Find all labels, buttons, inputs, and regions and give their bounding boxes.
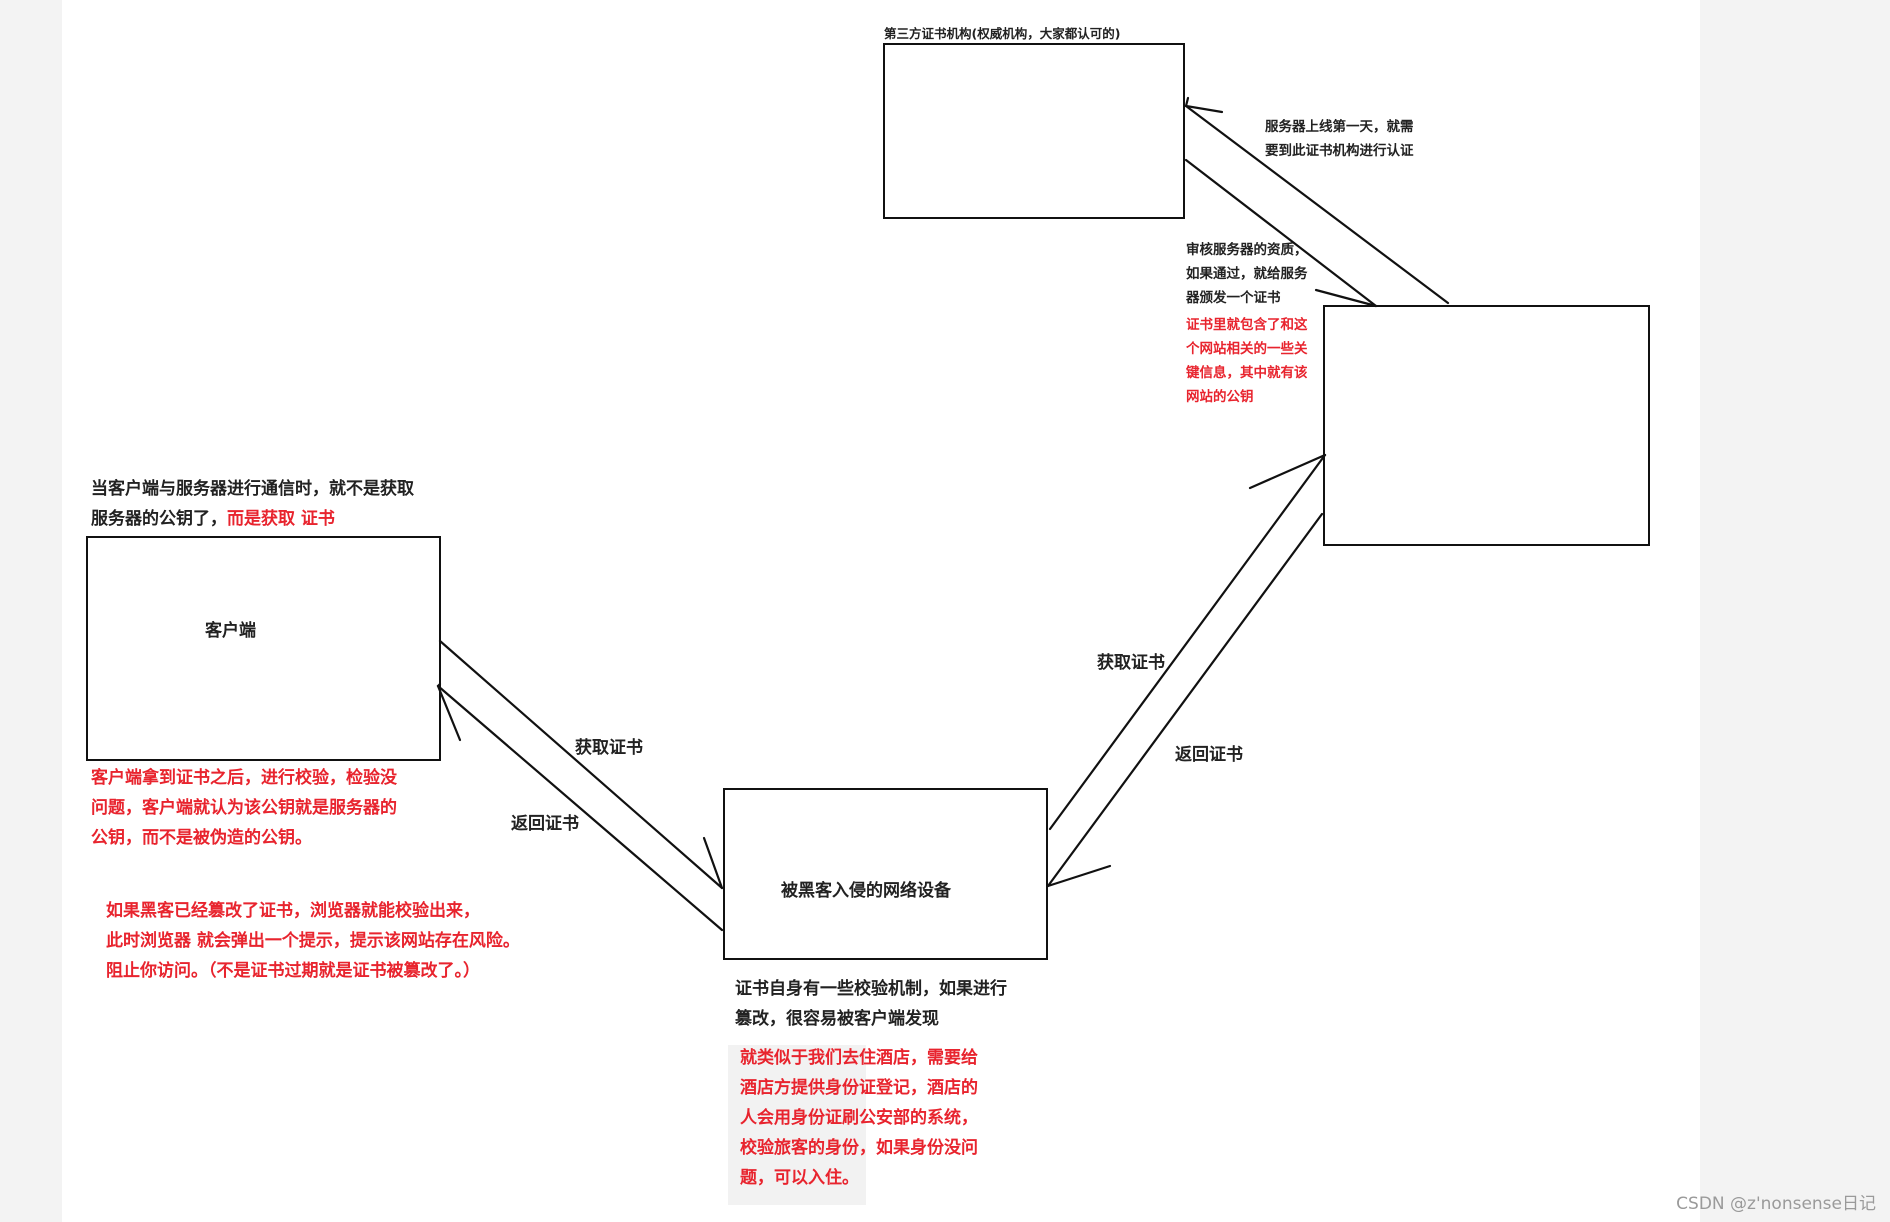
cert-content-note: 证书里就包含了和这 个网站相关的一些关 键信息，其中就有该 网站的公钥 — [1186, 317, 1308, 405]
edge-authority-to-server — [1184, 158, 1378, 308]
client-verify-note: 客户端拿到证书之后，进行校验，检验没 问题，客户端就认为该公钥就是服务器的 公钥… — [91, 768, 397, 848]
review-note: 审核服务器的资质， 如果通过，就给服务 器颁发一个证书 — [1186, 242, 1308, 306]
arrowhead-authority — [1184, 96, 1224, 114]
client-label: 客户端 — [205, 621, 256, 641]
edge-server-to-device — [1046, 512, 1324, 888]
arrowhead-device-right — [1046, 864, 1112, 888]
edge-label-get-cert-left: 获取证书 — [575, 738, 643, 758]
server-certify-note: 服务器上线第一天，就需 要到此证书机构进行认证 — [1265, 119, 1414, 159]
arrowhead-device-left — [702, 836, 724, 890]
edge-label-return-cert-left: 返回证书 — [511, 814, 579, 834]
tamper-warning-note: 如果黑客已经篡改了证书，浏览器就能校验出来， 此时浏览器 就会弹出一个提示，提示… — [106, 901, 520, 981]
arrowhead-client — [436, 682, 462, 742]
authority-box — [883, 43, 1185, 219]
hacker-device-box — [723, 788, 1048, 960]
hotel-analogy-note: 就类似于我们去住酒店，需要给 酒店方提供身份证登记，酒店的 人会用身份证刷公安部… — [740, 1048, 978, 1188]
arrowhead-server-right — [1248, 453, 1327, 490]
client-top-note: 当客户端与服务器进行通信时，就不是获取 服务器的公钥了，而是获取 证书 — [91, 479, 414, 529]
diagram-canvas — [62, 0, 1700, 1222]
edge-label-return-cert-right: 返回证书 — [1175, 745, 1243, 765]
edge-device-to-client — [436, 684, 724, 932]
edge-server-to-authority — [1184, 104, 1450, 305]
authority-title: 第三方证书机构(权威机构，大家都认可的) — [884, 26, 1121, 41]
hotel-note-background — [728, 1045, 866, 1205]
server-box — [1323, 305, 1650, 546]
arrowhead-server-top — [1314, 288, 1378, 308]
cert-mechanism-note: 证书自身有一些校验机制，如果进行 篡改，很容易被客户端发现 — [735, 979, 1007, 1029]
edge-label-get-cert-right: 获取证书 — [1097, 653, 1165, 673]
client-box — [86, 536, 441, 761]
hacker-device-label: 被黑客入侵的网络设备 — [781, 881, 951, 901]
csdn-watermark: CSDN @z'nonsense日记 — [1676, 1194, 1876, 1214]
edge-device-to-server — [1048, 453, 1327, 831]
edge-client-to-device — [438, 639, 724, 890]
